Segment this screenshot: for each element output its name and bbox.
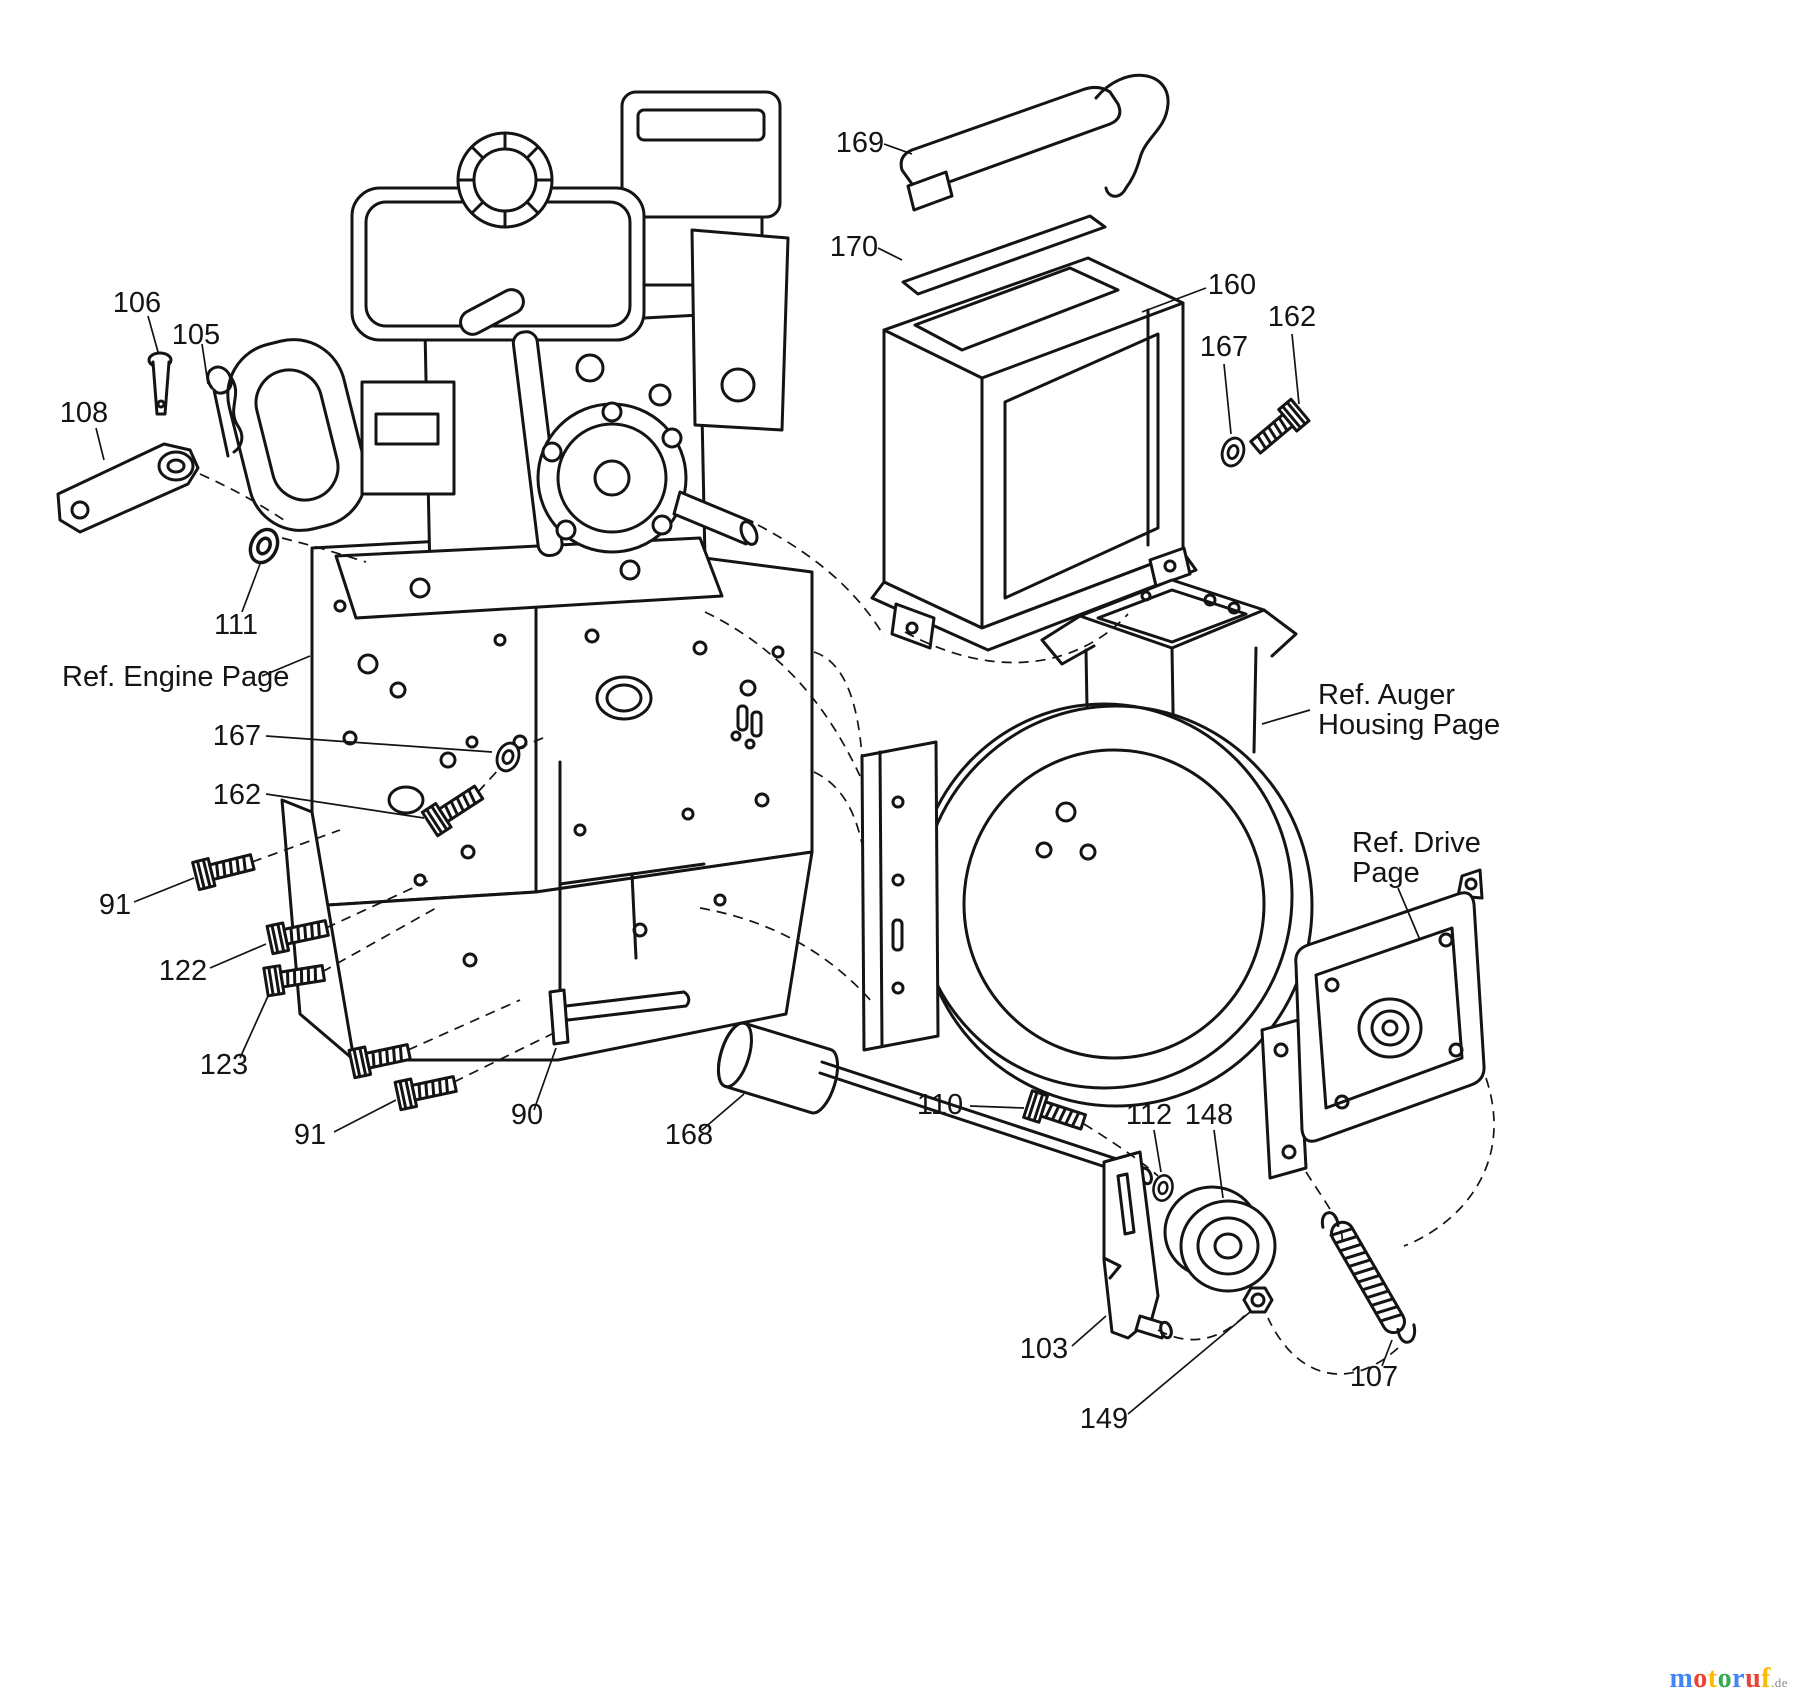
washer-111 — [243, 523, 285, 569]
callout-162-top: 162 — [1268, 301, 1316, 333]
callout-122: 122 — [159, 955, 207, 987]
callout-167-mid: 167 — [213, 720, 261, 752]
ref-auger-label-line1: Ref. Auger — [1318, 679, 1455, 711]
bracket-103 — [1102, 1150, 1173, 1340]
pin-106 — [147, 351, 173, 416]
roller-168 — [716, 1021, 1153, 1186]
callout-111: 111 — [214, 609, 258, 641]
pulley-148 — [1163, 1185, 1277, 1293]
callout-167-top: 167 — [1200, 331, 1248, 363]
cover-plate-169 — [899, 85, 1122, 212]
crankshaft — [672, 490, 754, 546]
bolt-162-top — [1245, 397, 1311, 460]
callout-91a: 91 — [99, 889, 131, 921]
callout-105: 105 — [172, 319, 220, 351]
idler-assembly — [1022, 1089, 1417, 1344]
callout-149: 149 — [1080, 1403, 1128, 1435]
callout-103: 103 — [1020, 1333, 1068, 1365]
bolt-91a — [191, 846, 258, 892]
callout-160: 160 — [1208, 269, 1256, 301]
ref-engine-page-label: Ref. Engine Page — [62, 661, 289, 693]
engine-assembly — [226, 90, 790, 620]
callout-112: 112 — [1126, 1099, 1172, 1131]
callout-108: 108 — [60, 397, 108, 429]
pin-90 — [548, 988, 570, 1046]
callout-168: 168 — [665, 1119, 713, 1151]
idler-rod — [818, 1060, 1146, 1181]
frame-assembly — [280, 534, 814, 1062]
watermark-suffix: .de — [1770, 1675, 1788, 1690]
watermark-motoruf: motoruf.de — [1669, 1663, 1788, 1695]
spring-107 — [1320, 1211, 1417, 1344]
callout-148: 148 — [1185, 1099, 1233, 1131]
callout-91b: 91 — [294, 1119, 326, 1151]
callout-90: 90 — [511, 1099, 543, 1131]
nut-149 — [1242, 1286, 1274, 1314]
housing-side-plate — [860, 740, 940, 1052]
callout-labels: 106 105 108 111 Ref. Engine Page 167 162… — [60, 127, 1500, 1435]
leader-lines — [95, 143, 1421, 1415]
ref-drive-label-line1: Ref. Drive — [1352, 827, 1481, 859]
wire-hook — [1094, 73, 1170, 198]
ref-drive-label-line2: Page — [1352, 857, 1420, 889]
bracket-108 — [56, 442, 200, 534]
watermark-letters: motoruf — [1669, 1663, 1771, 1694]
bolt-91b2 — [393, 1068, 460, 1112]
drive-plate — [1260, 868, 1486, 1180]
ref-auger-label-line2: Housing Page — [1318, 709, 1500, 741]
callout-107: 107 — [1350, 1361, 1398, 1393]
reference-dashed-lines — [199, 473, 1495, 1375]
callout-106: 106 — [113, 287, 161, 319]
callout-162-mid: 162 — [213, 779, 261, 811]
gasket-plate-170 — [901, 214, 1107, 296]
callout-123: 123 — [200, 1049, 248, 1081]
clip-105 — [206, 365, 244, 458]
washer-167-top — [1217, 433, 1249, 471]
callout-169: 169 — [836, 127, 884, 159]
auger-housing-adapter — [860, 578, 1314, 1108]
washer-112 — [1149, 1172, 1177, 1204]
callout-170: 170 — [830, 231, 878, 263]
callout-110: 110 — [917, 1089, 963, 1121]
belt-cover-160 — [870, 256, 1198, 652]
